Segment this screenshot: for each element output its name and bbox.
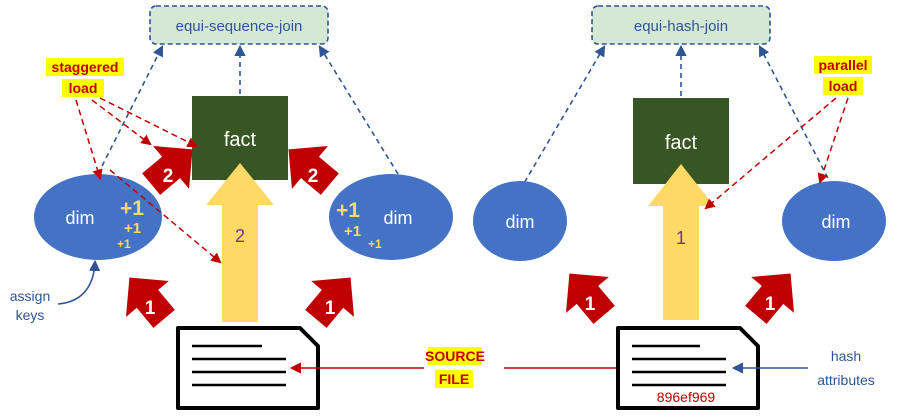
left-red-arrow-bottom-2: 1 [294,259,373,337]
right-fact-load-arrow: 1 [648,164,714,320]
left-red-arrow-top-1-number: 2 [163,166,174,187]
left-source-file-icon [176,326,320,410]
right-dim-to-join-link [318,45,399,175]
right-dim-node: dim [473,181,567,261]
assign-keys-line-2: keys [16,307,45,323]
hash-value-text: 896ef969 [657,389,716,405]
right-source-file-icon: 896ef969 [616,326,760,410]
staggered-load-callout: staggered load [46,58,124,97]
right-fact-arrow-number: 1 [676,228,686,248]
left-join-label: equi-sequence-join [176,18,303,35]
left-red-arrow-top-1: 2 [133,127,211,206]
parallel-load-line-2: load [829,78,858,94]
left-fact-label: fact [224,129,257,151]
left-red-arrow-bottom-2-number: 1 [325,298,336,319]
left-dim-label: dim [65,208,94,228]
left-red-arrow-top-2: 2 [270,127,348,206]
assign-keys-line-1: assign [10,288,50,304]
source-file-line-2: FILE [439,371,469,387]
left-red-arrow-bottom-1-number: 1 [145,298,156,319]
left-dim-plus-1: +1 [120,197,144,220]
right-join-node: equi-hash-join [591,5,771,45]
left-dim2-plus-2: +1 [344,223,361,240]
right-fact-label: fact [665,132,698,154]
hash-attributes-note: hash attributes [731,348,875,388]
left-dim-node: dim +1 +1 +1 [34,174,162,260]
right-dim2-label: dim [821,212,850,232]
left-red-arrow-bottom-1: 1 [107,259,186,337]
source-file-label: SOURCE FILE [425,347,485,388]
left-red-arrow-top-2-number: 2 [308,166,319,187]
right-join-links [519,44,833,191]
right-red-arrow-bottom-2: 1 [734,255,813,333]
staggered-load-line-1: staggered [52,59,119,75]
parallel-load-pointers [704,97,849,210]
left-join-links [97,44,399,175]
right-red-arrow-bottom-1: 1 [547,255,626,333]
right-red-arrow-bottom-1-number: 1 [585,294,596,315]
left-dim2-node: dim +1 +1 +1 [329,174,453,260]
hash-attributes-line-1: hash [831,348,861,364]
right-red-arrow-bottom-2-number: 1 [765,294,776,315]
left-fact-arrow-number: 2 [235,226,245,246]
source-file-line-1: SOURCE [425,348,485,364]
staggered-load-pointers [75,97,222,264]
left-dim2-plus-1: +1 [336,199,360,222]
left-dim-plus-3: +1 [117,237,131,251]
left-dim-plus-2: +1 [124,220,141,237]
left-dim2-label: dim [383,208,412,228]
right-dim-label: dim [505,212,534,232]
hash-attributes-line-2: attributes [817,372,875,388]
left-fact-load-arrow: 2 [206,163,274,322]
parallel-load-line-1: parallel [818,57,867,73]
staggered-load-line-2: load [69,80,98,96]
right-join-label: equi-hash-join [634,18,728,35]
left-join-node: equi-sequence-join [149,5,329,45]
right-dim2-node: dim [782,181,886,261]
parallel-load-callout: parallel load [814,56,872,95]
left-dim-to-join-link [97,44,164,175]
assign-keys-note: assign keys [10,259,101,323]
left-dim2-plus-3: +1 [368,237,382,251]
